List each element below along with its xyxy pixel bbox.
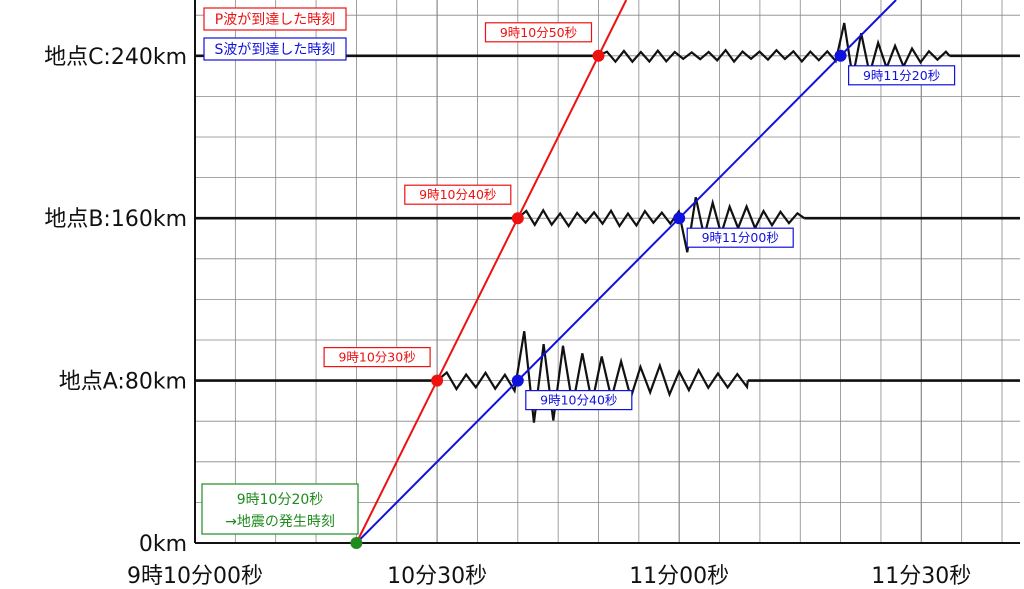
seismic-traces	[195, 22, 1020, 423]
s-arrival-tag-box	[525, 390, 633, 411]
p-arrival-tag-text: 9時10分50秒	[500, 25, 577, 40]
legend-p-box	[203, 7, 347, 31]
p-arrival-tag-box	[484, 22, 593, 43]
s-arrival-tag-text: 9時11分00秒	[702, 230, 779, 245]
s-arrival-tag-text: 9時10分40秒	[540, 393, 617, 408]
p-arrival-tag-text: 9時10分40秒	[419, 187, 496, 202]
s-arrival-point	[511, 374, 524, 387]
station-label: 0km	[139, 532, 187, 557]
s-arrival-point	[834, 49, 847, 62]
trace-waveform	[517, 197, 805, 253]
p-arrival-tag-box	[323, 347, 431, 368]
s-arrival-tag-text: 9時11分20秒	[863, 68, 940, 83]
s-arrival-point	[673, 212, 686, 225]
time-tick-label: 9時10分00秒	[127, 564, 263, 589]
station-label: 地点B:160km	[44, 207, 187, 232]
origin-point	[350, 537, 363, 549]
axis-labels: 地点C:240km 地点B:160km 地点A:80km 0km 9時10分00秒 10分…	[44, 45, 971, 589]
legend-s-box	[203, 37, 347, 61]
origin-caption-text: →地震の発生時刻	[225, 514, 335, 530]
p-wave-line	[355, 0, 628, 544]
p-arrival-point	[592, 49, 605, 62]
arrival-tags: P波が到達した時刻 S波が到達した時刻 9時10分30秒 9時10分40秒 9時10分5…	[201, 7, 956, 535]
legend-p-text: P波が到達した時刻	[215, 12, 335, 28]
p-arrival-point	[511, 212, 524, 225]
station-label: 地点A:80km	[59, 370, 187, 395]
grid	[194, 0, 1020, 544]
trace-waveform	[436, 331, 749, 423]
s-arrival-tag-box	[847, 65, 956, 86]
s-arrival-tag-box	[686, 227, 794, 248]
wave-travel-lines	[350, 0, 897, 549]
legend-s-text: S波が到達した時刻	[215, 42, 336, 58]
time-tick-label: 11分30秒	[871, 564, 971, 589]
time-tick-label: 10分30秒	[387, 564, 487, 589]
s-wave-line	[355, 0, 897, 544]
time-tick-label: 11分00秒	[629, 564, 729, 589]
origin-tag-box	[201, 483, 359, 535]
p-arrival-point	[431, 374, 444, 387]
trace-waveform	[598, 22, 951, 78]
origin-time-text: 9時10分20秒	[237, 492, 324, 508]
station-label: 地点C:240km	[44, 45, 187, 70]
p-arrival-tag-text: 9時10分30秒	[338, 350, 415, 365]
p-arrival-tag-box	[404, 184, 512, 205]
